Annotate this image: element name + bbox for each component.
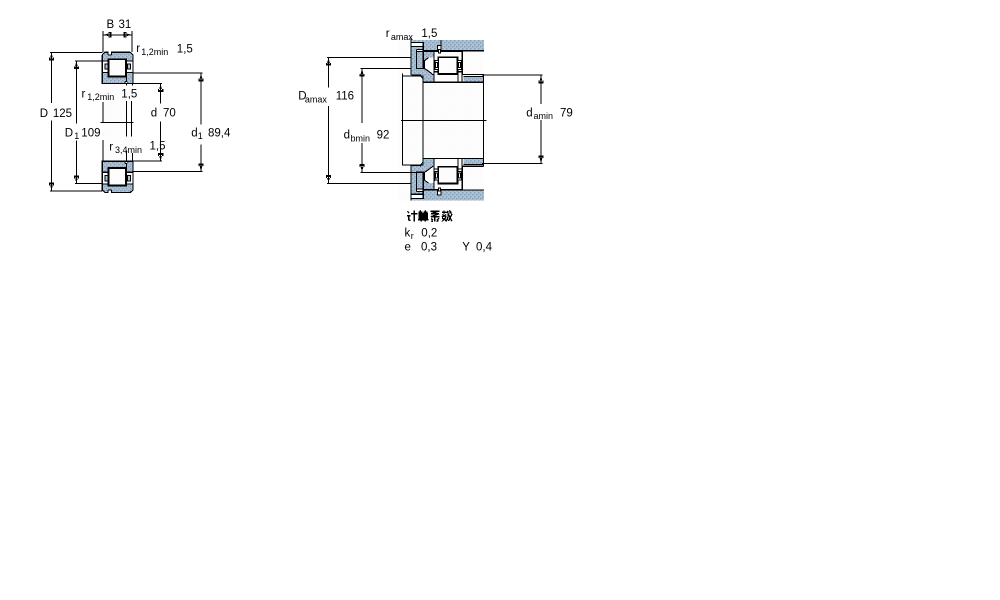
svg-text:31: 31 (119, 19, 132, 31)
svg-text:D: D (40, 108, 48, 120)
svg-text:1,5: 1,5 (421, 28, 437, 40)
svg-text:B: B (107, 19, 115, 31)
svg-text:e: e (405, 241, 411, 253)
svg-text:1: 1 (198, 131, 203, 141)
svg-text:1,5: 1,5 (121, 88, 137, 100)
svg-text:1,2min: 1,2min (141, 47, 168, 57)
svg-text:r: r (109, 142, 113, 154)
svg-text:1: 1 (74, 131, 79, 141)
svg-text:amax: amax (391, 32, 414, 42)
svg-text:amax: amax (305, 95, 328, 105)
svg-text:92: 92 (377, 130, 390, 142)
svg-text:d: d (191, 127, 197, 139)
svg-text:bmin: bmin (351, 133, 371, 143)
svg-text:D: D (65, 127, 73, 139)
svg-text:r: r (386, 28, 390, 40)
svg-text:0,3: 0,3 (421, 241, 437, 253)
svg-text:r: r (82, 89, 86, 101)
svg-text:d: d (151, 108, 157, 120)
svg-text:79: 79 (560, 107, 573, 119)
svg-text:d: d (344, 130, 350, 142)
svg-text:0,4: 0,4 (476, 241, 493, 253)
svg-text:3,4min: 3,4min (115, 145, 142, 155)
svg-text:0,2: 0,2 (421, 228, 437, 240)
svg-text:125: 125 (53, 108, 72, 120)
svg-text:116: 116 (336, 91, 354, 103)
svg-text:70: 70 (163, 108, 176, 120)
svg-text:1,5: 1,5 (177, 43, 193, 55)
svg-text:Y: Y (462, 241, 470, 253)
svg-text:amin: amin (534, 111, 554, 121)
svg-text:D: D (298, 91, 306, 103)
svg-text:1,2min: 1,2min (87, 92, 114, 102)
svg-text:109: 109 (81, 127, 100, 139)
svg-text:1,5: 1,5 (150, 140, 166, 152)
svg-text:89,4: 89,4 (208, 127, 231, 139)
svg-text:k: k (405, 228, 411, 240)
svg-text:r: r (411, 231, 414, 241)
svg-text:r: r (136, 43, 140, 55)
svg-text:d: d (526, 107, 532, 119)
